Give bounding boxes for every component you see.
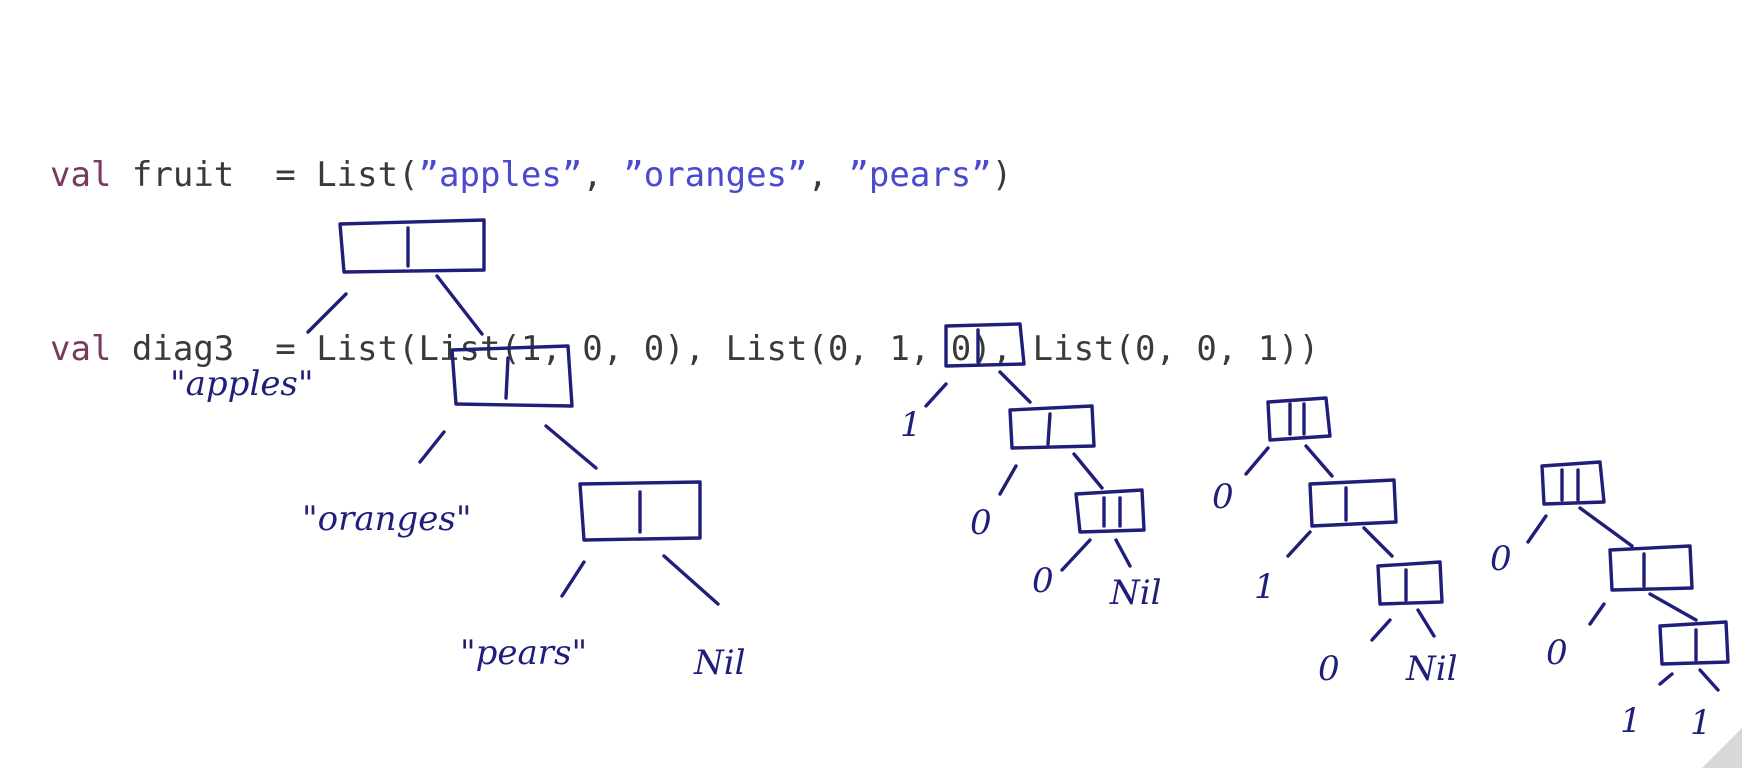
leaf-label: Nil (693, 643, 746, 683)
edge (1578, 506, 1634, 548)
edge (418, 430, 446, 464)
edge (560, 560, 586, 598)
equals-sign: = (275, 155, 296, 195)
diag-row-1-tree: 1 0 0 Nil (900, 322, 1162, 613)
string-pears: ”pears” (848, 155, 992, 195)
edge (1304, 444, 1334, 478)
leaf-label: 0 (1546, 633, 1568, 673)
edge (1648, 592, 1698, 622)
page-curl-decoration (1702, 728, 1742, 768)
edge (306, 292, 348, 334)
edge (1526, 514, 1548, 544)
leaf-label: 0 (1490, 539, 1512, 579)
cons-cell (1658, 620, 1730, 666)
leaf-label: Nil (1405, 649, 1458, 689)
code-block: val fruit = List(”apples”, ”oranges”, ”p… (50, 30, 1319, 436)
equals-sign: = (275, 329, 296, 369)
edge (1370, 618, 1392, 642)
cons-cell (1008, 404, 1096, 450)
edge (1244, 446, 1270, 476)
cons-cell (1266, 396, 1332, 442)
cons-cell (1608, 544, 1694, 592)
cons-cell (450, 344, 574, 408)
cons-cell (1308, 478, 1398, 528)
cons-cell (578, 480, 702, 542)
leaf-label: "pears" (460, 633, 587, 673)
leaf-label: "apples" (170, 364, 314, 404)
var-name-fruit: fruit (131, 155, 235, 195)
edge (1698, 668, 1720, 692)
edge (1588, 602, 1606, 626)
var-name-diag3: diag3 (131, 329, 235, 369)
diag-row-2-tree: 0 1 0 Nil (1212, 396, 1458, 689)
cons-cell (1376, 560, 1444, 606)
edge (1114, 538, 1132, 568)
edge (1416, 608, 1436, 638)
edge (662, 554, 720, 606)
list-call-close: ) (991, 155, 1013, 195)
code-line-fruit: val fruit = List(”apples”, ”oranges”, ”p… (50, 146, 1319, 204)
leaf-label: 0 (1032, 561, 1054, 601)
edge (998, 370, 1032, 404)
keyword-val: val (50, 155, 112, 195)
edge (1658, 672, 1674, 686)
leaf-label: 1 (1620, 701, 1642, 741)
cons-cell (944, 322, 1026, 368)
code-line-diag3: val diag3 = List(List(1, 0, 0), List(0, … (50, 320, 1319, 378)
cons-cell (338, 218, 486, 274)
edge (1362, 526, 1394, 558)
leaf-label: 0 (970, 503, 992, 543)
edge (1060, 538, 1092, 572)
edge (544, 424, 598, 470)
leaf-label: 1 (900, 405, 922, 445)
string-apples: ”apples” (418, 155, 583, 195)
leaf-label: 0 (1212, 477, 1234, 517)
string-oranges: ”oranges” (623, 155, 808, 195)
separator: , (807, 155, 849, 195)
list-call-open: List( (316, 155, 419, 195)
edge (1072, 452, 1104, 490)
edge (1286, 530, 1312, 558)
separator: , (582, 155, 624, 195)
cons-cell (1074, 488, 1146, 534)
edge (435, 274, 484, 336)
leaf-label: Nil (1109, 573, 1162, 613)
cons-cell (1540, 460, 1606, 506)
leaf-label: "oranges" (302, 499, 472, 539)
edge (924, 382, 948, 408)
leaf-label: 0 (1318, 649, 1340, 689)
keyword-val: val (50, 329, 112, 369)
leaf-label: 1 (1254, 567, 1276, 607)
edge (998, 464, 1018, 496)
fruit-tree: "apples" "oranges" "pears" Nil (170, 218, 746, 683)
diag-row-3-tree: 0 0 1 1 (1490, 460, 1730, 743)
